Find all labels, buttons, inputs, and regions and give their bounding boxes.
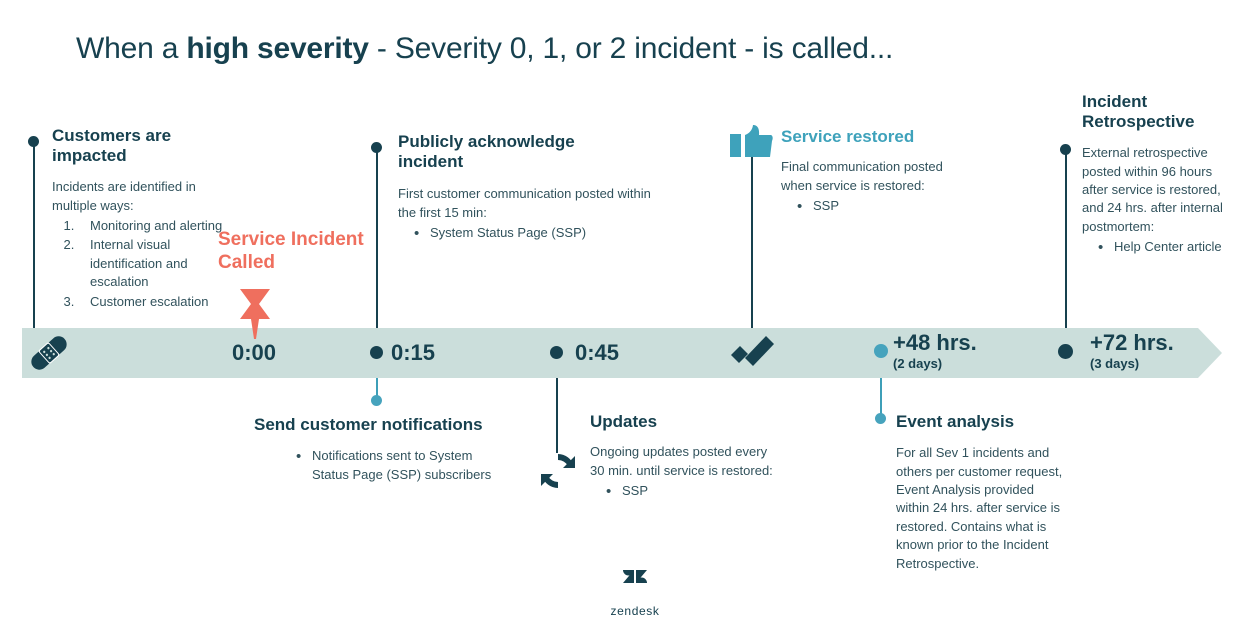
customers-heading-line1: Customers are [52,126,172,145]
timeline-label-0-45-text: 0:45 [575,340,620,365]
block-event-analysis: Event analysis For all Sev 1 incidents a… [896,412,1066,573]
acknowledge-heading-line1: Publicly acknowledge [398,132,575,151]
dot-notifications-bottom [371,395,382,406]
updates-body: Ongoing updates posted every 30 min. unt… [590,443,775,503]
list-item: Customer escalation [78,293,232,311]
retrospective-body: External retrospective posted within 96 … [1082,144,1237,259]
timeline-label-48hrs-sub: (2 days) [893,356,943,371]
customers-heading-line2: impacted [52,146,127,166]
thumbs-up-icon [730,124,773,157]
event-analysis-body: For all Sev 1 incidents and others per c… [896,445,1063,571]
timeline-label-48hrs-text: +48 hrs. [893,330,977,355]
timeline-label-0-15: 0:15 [391,342,435,364]
block-customers-impacted: Customers are impacted Incidents are ide… [52,126,232,311]
restored-list: SSP [781,196,976,218]
connector-updates [556,355,558,453]
list-item: SSP [797,196,976,218]
acknowledge-intro: First customer communication posted with… [398,186,651,220]
customers-heading: Customers are impacted [52,126,232,166]
acknowledge-body: First customer communication posted with… [398,185,653,245]
timeline-bar [22,328,1222,378]
block-send-notifications: Send customer notifications Notification… [254,415,504,484]
zendesk-wordmark: zendesk [610,604,660,618]
refresh-cycle-icon [541,454,575,488]
list-item: Notifications sent to System Status Page… [296,446,504,484]
notifications-body: Notifications sent to System Status Page… [254,446,504,484]
block-incident-retrospective: Incident Retrospective External retrospe… [1082,92,1237,259]
service-incident-called-label: Service Incident Called [218,228,368,274]
notifications-heading: Send customer notifications [254,415,483,434]
timeline-label-0-45: 0:45 [575,342,619,364]
block-updates: Updates Ongoing updates posted every 30 … [590,412,775,503]
retrospective-intro: External retrospective posted within 96 … [1082,145,1223,234]
title-bold: high severity [186,32,369,65]
timeline-label-72hrs: +72 hrs. (3 days) [1090,330,1174,371]
restored-intro: Final communication posted when service … [781,159,943,193]
connector-retrospective [1065,150,1067,355]
dot-customers-top [28,136,39,147]
timeline-label-0-00-text: 0:00 [232,340,277,365]
dot-retrospective-bar [1058,344,1073,359]
restored-heading: Service restored [781,127,915,146]
connector-acknowledge [376,148,378,353]
connector-event-analysis [880,350,882,418]
dot-event-analysis-bar [874,344,888,358]
retrospective-heading: Incident Retrospective [1082,92,1237,132]
list-item: Internal visual identification and escal… [78,236,232,291]
list-item: SSP [606,481,775,503]
checkmark-icon [731,336,774,366]
acknowledge-heading-line2: incident [398,152,464,172]
retrospective-heading-line1: Incident [1082,92,1148,111]
customers-intro: Incidents are identified in multiple way… [52,179,196,213]
restored-body: Final communication posted when service … [781,158,976,218]
timeline-label-72hrs-text: +72 hrs. [1090,330,1174,355]
retrospective-list: Help Center article [1082,237,1237,259]
block-service-restored: Service restored Final communication pos… [781,127,976,218]
timeline-label-48hrs: +48 hrs. (2 days) [893,330,977,371]
list-item: Monitoring and alerting [78,217,232,235]
bandage-icon [31,336,67,370]
list-item: Help Center article [1098,237,1237,259]
acknowledge-list: System Status Page (SSP) [398,223,653,245]
notifications-list: Notifications sent to System Status Page… [280,446,504,484]
timeline-bar-body [22,328,1198,378]
updates-heading: Updates [590,412,658,431]
page-title: When a high severity - Severity 0, 1, or… [76,32,893,66]
title-part2: - Severity 0, 1, or 2 incident - is call… [368,32,894,65]
dot-updates-bar [550,346,563,359]
timeline-label-72hrs-sub: (3 days) [1090,356,1140,371]
event-analysis-heading: Event analysis [896,412,1015,431]
dot-event-analysis-bottom [875,413,886,424]
zendesk-mark-icon [623,570,647,583]
customers-list: Monitoring and alerting Internal visual … [56,217,232,311]
dot-acknowledge-top [371,142,382,153]
retrospective-heading-line2: Retrospective [1082,112,1195,132]
service-incident-called-line1: Service Incident [218,229,364,250]
updates-list: SSP [590,481,775,503]
service-incident-called-line2: Called [218,252,276,274]
connector-restored [751,150,753,355]
timeline-label-0-00: 0:00 [232,342,276,364]
dot-acknowledge-bar [370,346,383,359]
customers-body: Incidents are identified in multiple way… [52,178,232,311]
timeline-label-0-15-text: 0:15 [391,340,436,365]
updates-intro: Ongoing updates posted every 30 min. unt… [590,444,773,478]
zendesk-logo: zendesk [607,566,663,618]
connector-customers [33,142,35,357]
dot-retrospective-top [1060,144,1071,155]
title-part1: When a [76,32,187,65]
timeline-bar-arrow-tip [1198,328,1222,378]
block-publicly-acknowledge: Publicly acknowledge incident First cust… [398,132,653,245]
hourglass-marker-icon [240,289,270,339]
acknowledge-heading: Publicly acknowledge incident [398,132,653,172]
list-item: System Status Page (SSP) [414,223,653,245]
